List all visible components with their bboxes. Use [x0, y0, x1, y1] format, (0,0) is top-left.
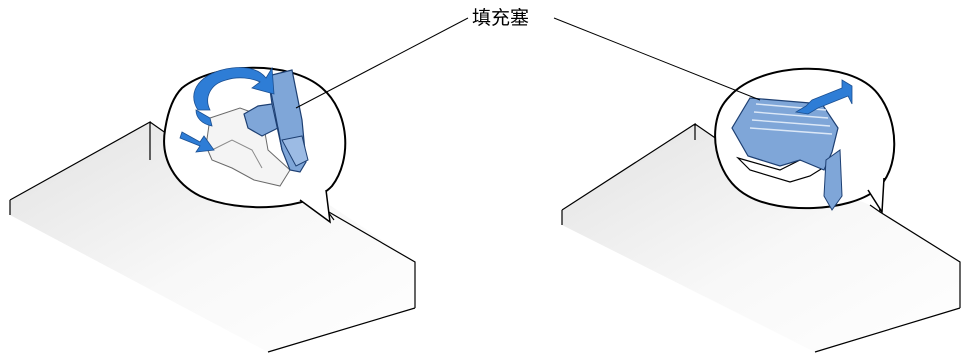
- push-arrow-icon: [179, 131, 215, 153]
- filler-callout-label: 填充塞: [470, 7, 532, 29]
- curved-rotate-arrow-icon: [193, 66, 275, 111]
- left-chassis-top-face: [10, 122, 415, 352]
- left-filler-bracket-tab: [281, 135, 309, 167]
- right-chassis-top-face: [562, 124, 960, 352]
- right-detail-magnifier: [714, 67, 896, 215]
- right-push-arrow-icon: [794, 79, 853, 115]
- right-filler-ridges: [749, 103, 833, 135]
- callout-leader-right: [553, 17, 761, 101]
- left-detail-magnifier: [163, 66, 347, 224]
- callout-leader-lines: [295, 17, 761, 109]
- right-filler-lower: [823, 149, 843, 211]
- right-magnifier-stem: [867, 177, 885, 215]
- left-magnifier-stem: [299, 189, 331, 224]
- callout-leader-left: [295, 17, 469, 109]
- right-rail-slot: [735, 156, 828, 183]
- left-ghost-bracket-fold: [211, 139, 263, 169]
- rotate-arrow-tail: [195, 109, 213, 127]
